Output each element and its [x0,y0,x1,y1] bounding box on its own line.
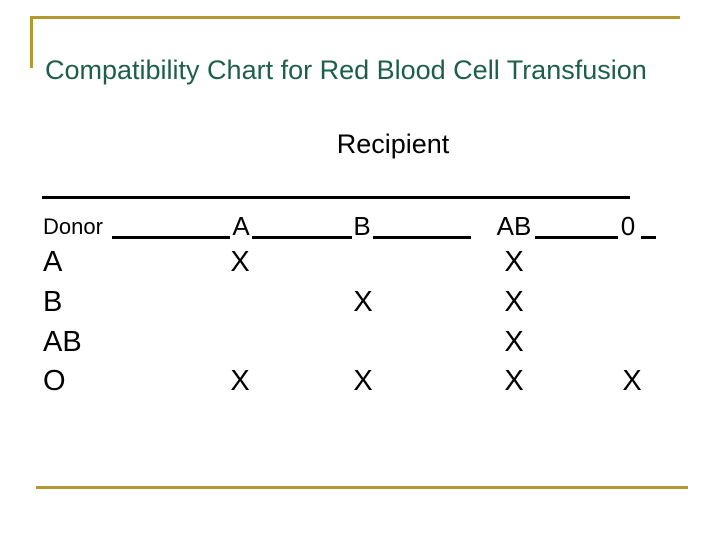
compatibility-mark: X [622,365,642,397]
column-header-ab: AB [496,211,532,241]
compatibility-mark: X [230,246,250,278]
top-accent-line [30,16,680,19]
row-label: A [43,246,63,278]
compatibility-mark: X [230,365,250,397]
row-label: O [43,365,66,397]
underscore-rule [373,236,471,239]
compatibility-mark: X [504,326,524,358]
row-label: AB [43,326,82,358]
compatibility-mark: X [504,246,524,278]
slide-title: Compatibility Chart for Red Blood Cell T… [45,55,647,85]
column-header-a: A [232,211,250,241]
recipient-underline [42,196,630,199]
donor-label: Donor [43,214,103,239]
underscore-rule [252,236,352,239]
compatibility-mark: X [353,286,373,318]
compatibility-mark: X [504,286,524,318]
underscore-rule [641,236,656,239]
recipient-heading: Recipient [336,129,450,159]
bottom-accent-line [36,486,688,489]
underscore-rule [112,236,230,239]
underscore-rule [535,236,618,239]
compatibility-mark: X [504,365,524,397]
column-header-0: 0 [620,211,636,241]
corner-accent-line [30,16,33,68]
row-label: B [43,286,63,318]
compatibility-mark: X [353,365,373,397]
column-header-b: B [353,211,371,241]
